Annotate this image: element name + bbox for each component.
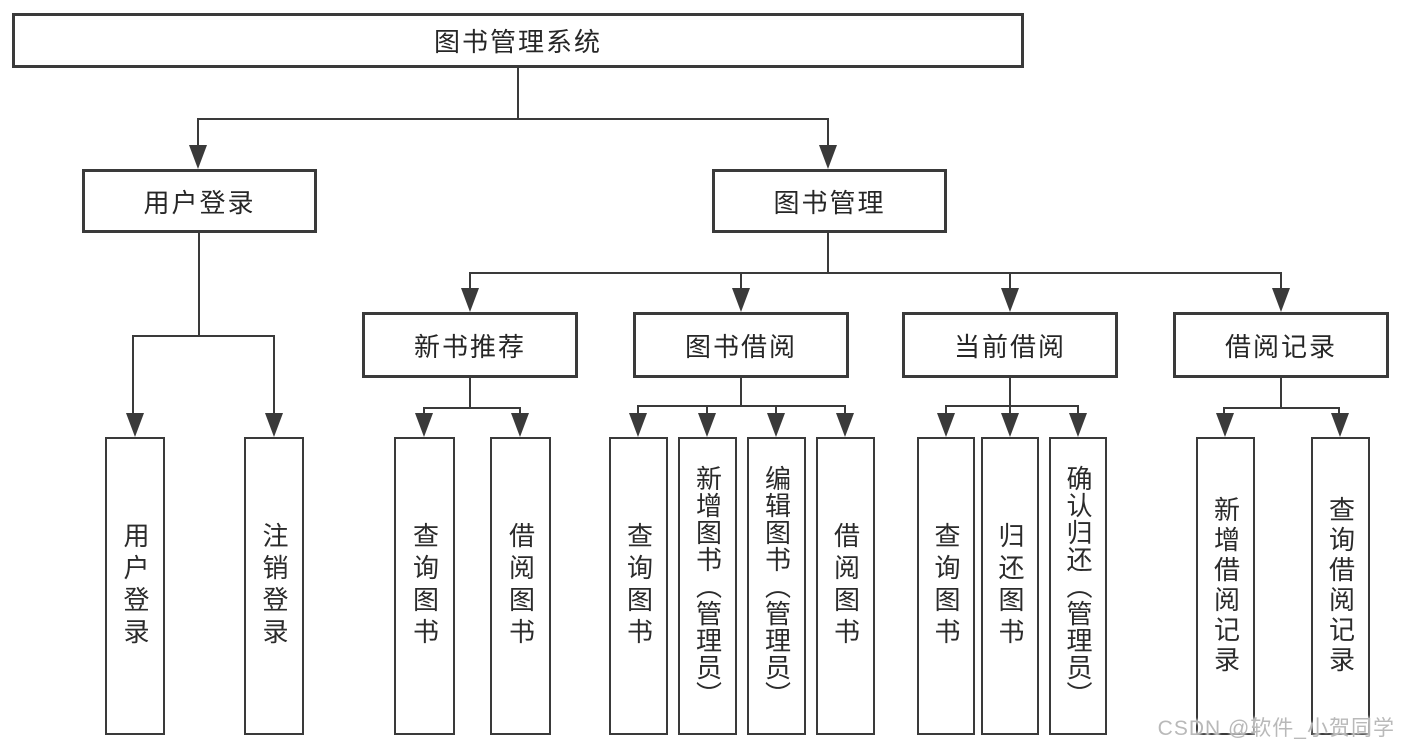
arrow-down-icon (1272, 288, 1290, 312)
leaf-query-borrow-record: 查询借阅记录 (1311, 437, 1370, 735)
arrow-down-icon (1331, 413, 1349, 437)
connector-line (132, 335, 134, 417)
arrow-down-icon (1216, 413, 1234, 437)
leaf-query-books-2-label: 查询图书 (623, 522, 654, 650)
node-new-book-recommend-label: 新书推荐 (413, 331, 526, 362)
connector-line (423, 407, 425, 417)
connector-line (844, 405, 846, 417)
leaf-return-book-label: 归还图书 (995, 522, 1025, 650)
leaf-user-login-label: 用户登录 (120, 522, 150, 650)
arrow-down-icon (461, 288, 479, 312)
connector-line (706, 405, 708, 417)
connector-line (197, 118, 199, 154)
connector-line (469, 272, 471, 294)
node-book-management: 图书管理 (712, 169, 947, 233)
connector-line (827, 233, 829, 274)
arrow-down-icon (819, 145, 837, 169)
arrow-down-icon (732, 288, 750, 312)
watermark-text: CSDN @软件_小贺同学 (1157, 717, 1395, 740)
leaf-borrow-books-2: 借阅图书 (816, 437, 875, 735)
connector-line (1077, 405, 1079, 417)
arrow-down-icon (1001, 413, 1019, 437)
node-new-book-recommend: 新书推荐 (362, 312, 578, 378)
connector-line (519, 407, 521, 417)
leaf-add-borrow-record: 新增借阅记录 (1196, 437, 1255, 735)
leaf-query-books-1: 查询图书 (394, 437, 455, 735)
leaf-borrow-books-1-label: 借阅图书 (505, 522, 536, 650)
connector-line (132, 335, 275, 337)
connector-line (945, 405, 1079, 407)
leaf-borrow-books-2-label: 借阅图书 (830, 522, 861, 650)
connector-line (740, 378, 742, 407)
leaf-add-borrow-record-label: 新增借阅记录 (1210, 496, 1241, 676)
node-root-label: 图书管理系统 (433, 27, 602, 57)
arrow-down-icon (1001, 288, 1019, 312)
leaf-logout-login-label: 注销登录 (259, 522, 289, 650)
connector-line (637, 405, 846, 407)
arrow-down-icon (126, 413, 144, 437)
leaf-logout-login: 注销登录 (244, 437, 304, 735)
arrow-down-icon (698, 413, 716, 437)
connector-line (1338, 407, 1340, 417)
arrow-down-icon (1069, 413, 1087, 437)
node-current-borrow: 当前借阅 (902, 312, 1118, 378)
connector-line (1223, 407, 1340, 409)
leaf-query-books-3: 查询图书 (917, 437, 975, 735)
connector-line (273, 335, 275, 417)
leaf-add-book-admin-label: 新增图书（管理员） (692, 464, 723, 708)
connector-line (197, 118, 829, 120)
connector-line (945, 405, 947, 417)
connector-line (198, 233, 200, 337)
connector-line (637, 405, 639, 417)
node-user-login: 用户登录 (82, 169, 317, 233)
arrow-down-icon (189, 145, 207, 169)
leaf-confirm-return-admin-label: 确认归还（管理员） (1063, 464, 1093, 708)
connector-line (469, 378, 471, 409)
arrow-down-icon (767, 413, 785, 437)
node-current-borrow-label: 当前借阅 (953, 331, 1066, 362)
leaf-return-book: 归还图书 (981, 437, 1039, 735)
node-borrow-records: 借阅记录 (1173, 312, 1389, 378)
leaf-edit-book-admin-label: 编辑图书（管理员） (761, 464, 792, 708)
leaf-edit-book-admin: 编辑图书（管理员） (747, 437, 806, 735)
connector-line (423, 407, 521, 409)
node-book-borrow: 图书借阅 (633, 312, 849, 378)
arrow-down-icon (937, 413, 955, 437)
connector-line (827, 118, 829, 154)
connector-line (775, 405, 777, 417)
arrow-down-icon (415, 413, 433, 437)
connector-line (517, 68, 519, 120)
connector-line (1280, 378, 1282, 409)
node-book-management-label: 图书管理 (773, 187, 886, 218)
arrow-down-icon (511, 413, 529, 437)
node-root: 图书管理系统 (12, 13, 1024, 68)
leaf-user-login: 用户登录 (105, 437, 165, 735)
leaf-query-borrow-record-label: 查询借阅记录 (1325, 496, 1356, 676)
connector-line (1009, 272, 1011, 294)
connector-line (1223, 407, 1225, 417)
connector-line (740, 272, 742, 294)
leaf-add-book-admin: 新增图书（管理员） (678, 437, 737, 735)
leaf-confirm-return-admin: 确认归还（管理员） (1049, 437, 1107, 735)
node-book-borrow-label: 图书借阅 (684, 331, 797, 362)
arrow-down-icon (836, 413, 854, 437)
arrow-down-icon (265, 413, 283, 437)
leaf-query-books-3-label: 查询图书 (931, 522, 961, 650)
connector-line (1009, 378, 1011, 407)
connector-line (1009, 405, 1011, 417)
leaf-query-books-1-label: 查询图书 (409, 522, 440, 650)
connector-line (1280, 272, 1282, 294)
leaf-query-books-2: 查询图书 (609, 437, 668, 735)
connector-line (469, 272, 1282, 274)
node-borrow-records-label: 借阅记录 (1224, 331, 1337, 362)
node-user-login-label: 用户登录 (143, 187, 256, 218)
leaf-borrow-books-1: 借阅图书 (490, 437, 551, 735)
arrow-down-icon (629, 413, 647, 437)
